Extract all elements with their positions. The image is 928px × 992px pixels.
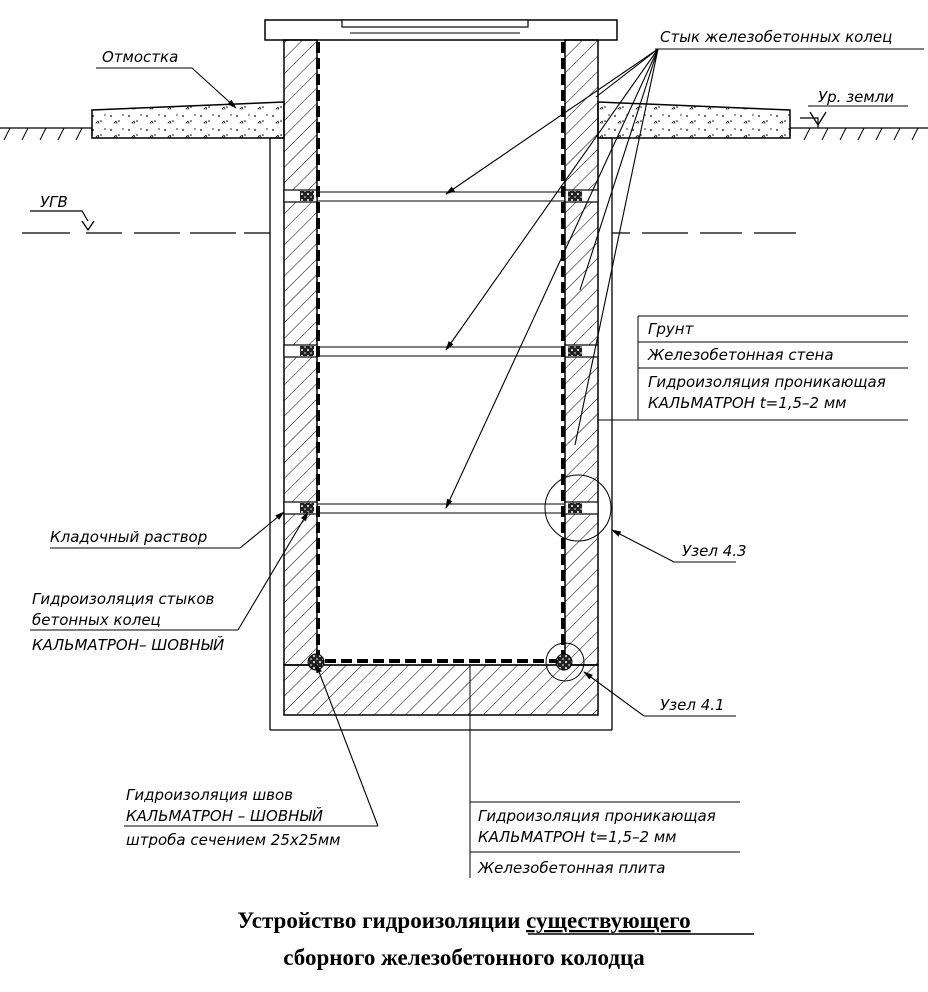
- ring-joints: [283, 189, 599, 515]
- inner-waterproofing: [316, 42, 565, 663]
- slab-penetrating-1: Гидроизоляция проникающая: [478, 807, 716, 825]
- joint-waterproofing-3: КАЛЬМАТРОН– ШОВНЫЙ: [32, 635, 224, 654]
- diagram-title-line1: Устройство гидроизоляции существующего: [237, 908, 690, 933]
- bottom-slab: [283, 664, 599, 716]
- legend-rc-wall: Железобетонная стена: [647, 346, 834, 364]
- joint-waterproofing-1: Гидроизоляция стыков: [32, 590, 215, 608]
- seam-waterproofing-3: штроба сечением 25х25мм: [126, 831, 341, 849]
- slab-rc-label: Железобетонная плита: [477, 859, 665, 877]
- node-41-circle: [545, 642, 585, 682]
- blind-area-right: [597, 101, 791, 139]
- ground-level-label: Ур. земли: [818, 88, 894, 106]
- layer-legend: [598, 315, 908, 421]
- soil-outline: [269, 138, 613, 731]
- legend-penetrating-1: Гидроизоляция проникающая: [648, 373, 886, 391]
- seam-waterproofing-2: КАЛЬМАТРОН – ШОВНЫЙ: [126, 806, 323, 825]
- corner-fillet-left: [307, 653, 325, 671]
- legend-penetrating-2: КАЛЬМАТРОН t=1,5–2 мм: [648, 394, 847, 412]
- mortar-label: Кладочный раствор: [50, 528, 207, 546]
- blind-area-left: [91, 101, 285, 139]
- blind-area-label: Отмостка: [102, 48, 178, 66]
- hatch-opening: [341, 19, 529, 28]
- node-41-label: Узел 4.1: [660, 696, 725, 714]
- legend-soil: Грунт: [648, 320, 695, 338]
- joint-waterproofing-2: бетонных колец: [32, 611, 161, 629]
- ugv-label: УГВ: [40, 193, 68, 211]
- seam-waterproofing-1: Гидроизоляция швов: [126, 786, 293, 804]
- slab-penetrating-2: КАЛЬМАТРОН t=1,5–2 мм: [478, 828, 677, 846]
- ugv-marker: [30, 210, 89, 222]
- node-43-circle: [544, 474, 612, 542]
- diagram-title-line2: сборного железобетонного колодца: [283, 945, 645, 970]
- corner-fillet-right: [555, 653, 573, 671]
- ring-joint-label: Стык железобетонных колец: [660, 28, 892, 46]
- node-43-label: Узел 4.3: [682, 542, 747, 560]
